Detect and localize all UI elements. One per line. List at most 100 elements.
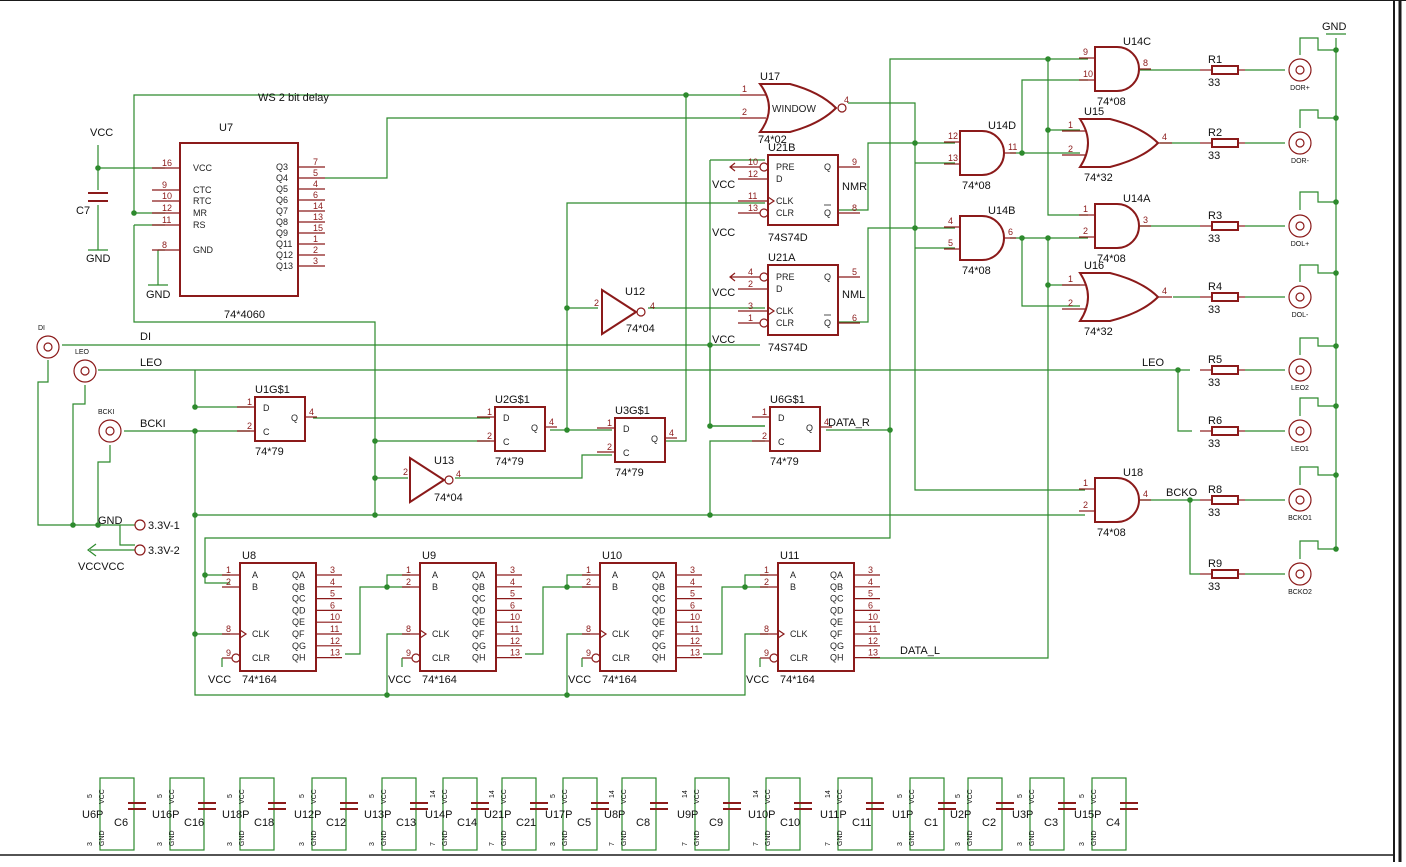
shift-register-u9-pin-num: 3 (510, 565, 515, 575)
shift-register-u9-pin-name: QF (472, 629, 485, 639)
u21b-pin-name: PRE (776, 162, 795, 172)
junction-13 (707, 512, 713, 518)
shift-register-u8-pin-num: 2 (226, 577, 231, 587)
u3-c-name: C (623, 448, 630, 458)
u1-value: 74*79 (255, 446, 284, 458)
u14d-ref: U14D (988, 120, 1016, 132)
decoupling-c1-gnd-num: 3 (897, 842, 904, 846)
shift-register-u10-value: 74*164 (602, 674, 637, 686)
net-labels: WS 2 bit delay DI LEO LEO BCKI NMR NML D… (140, 92, 1198, 657)
u16-pin-out: 4 (1162, 286, 1167, 296)
u12-pin2: 2 (594, 298, 599, 308)
power-connector-2-label: 3.3V-2 (148, 545, 180, 557)
shift-register-u11-clr-bubble (769, 653, 779, 663)
shift-register-u9-pin-name: QA (472, 570, 485, 580)
junction-25 (95, 522, 101, 528)
decoupling-c4-outline (1091, 777, 1127, 851)
u21a-vcc-2: VCC (712, 334, 735, 346)
decoupling-c1-c-ref: C1 (924, 817, 938, 829)
resistor-ref: R1 (1208, 54, 1222, 66)
u7-gnd-label: GND (146, 289, 171, 301)
decoupling-c12-gnd-name: GND (311, 830, 318, 846)
u17-pin4: 4 (844, 95, 849, 105)
shift-register-u11-value: 74*164 (780, 674, 815, 686)
output-connector-label: DOR+ (1290, 85, 1310, 92)
u14d-pin-out: 11 (1008, 142, 1017, 152)
resistor-ref: R2 (1208, 127, 1222, 139)
decoupling-c12-u-ref: U12P (294, 809, 322, 821)
decoupling-c8-gnd-num: 7 (609, 842, 616, 846)
decoupling-c5-outline (562, 777, 598, 851)
u21a-pin-name: CLK (776, 306, 794, 316)
decoupling-c8-c-ref: C8 (636, 817, 650, 829)
shift-register-u11-pin-name: B (790, 582, 796, 592)
u7-pin-num: 7 (313, 157, 318, 167)
shift-register-u10-pin-name: QB (652, 582, 665, 592)
decoupling-c1-vcc-name: VCC (909, 789, 916, 804)
decoupling-c9-gnd-name: GND (694, 830, 701, 846)
shift-register-u11-pin-name: CLK (790, 629, 808, 639)
u14c-pin-b: 10 (1083, 69, 1093, 79)
u1-d-name: D (263, 403, 270, 413)
shift-register-u10-pin-num: 9 (586, 648, 591, 658)
shift-register-u10-pin-name: QH (652, 653, 666, 663)
u14d-pin-a: 12 (948, 131, 958, 141)
shift-register-u10-pin-name: QG (652, 641, 666, 651)
decoupling-c9-outline (694, 777, 730, 851)
u7-vcc-label: VCC (90, 127, 113, 139)
junction-41 (1045, 56, 1051, 62)
decoupling-c11-u-ref: U11P (820, 809, 847, 821)
shift-register-u10-pin-name: CLR (612, 653, 631, 663)
u2-pin1: 1 (487, 407, 492, 417)
u12-value: 74*04 (626, 323, 655, 335)
decoupling-c21-gnd-name: GND (501, 830, 508, 846)
decoupling-c16-vcc-num: 5 (157, 794, 164, 798)
u1-ref: U1G$1 (255, 384, 290, 396)
shift-register-u10-pin-name: A (612, 570, 618, 580)
junction-4 (192, 512, 198, 518)
decoupling-c21-u-ref: U21P (484, 809, 512, 821)
shift-register-u8-pin-name: QA (292, 570, 305, 580)
decoupling-c11-outline (837, 777, 873, 851)
decoupling-c2-outline (967, 777, 1003, 851)
resistor-ref: R8 (1208, 484, 1222, 496)
junction-11 (707, 342, 713, 348)
decoupling-c12-vcc-name: VCC (311, 789, 318, 804)
u18-pin-a: 1 (1083, 478, 1088, 488)
u21a-pin-name: CLR (776, 318, 795, 328)
u14a-body (1094, 203, 1140, 249)
u16-ref: U16 (1084, 260, 1104, 272)
bcki-connector-label: BCKI (98, 409, 114, 416)
resistor-body (1211, 292, 1239, 302)
decoupling-c2-vcc-name: VCC (967, 789, 974, 804)
di-connector-label: DI (38, 325, 45, 332)
decoupling-c16-gnd-num: 3 (157, 842, 164, 846)
decoupling-c16-vcc-name: VCC (169, 789, 176, 804)
decoupling-c18-vcc-name: VCC (239, 789, 246, 804)
output-connector-ring (1288, 419, 1312, 443)
shift-register-u10-pin-num: 12 (690, 636, 700, 646)
decoupling-c6-c-ref: C6 (114, 817, 128, 829)
decoupling-c9-gnd-num: 7 (682, 842, 689, 846)
shift-register-u11-pin-name: QH (830, 653, 844, 663)
output-connector-label: DOL- (1292, 312, 1309, 319)
resistor-value: 33 (1208, 507, 1220, 519)
junction-8 (564, 427, 570, 433)
decoupling-c10-vcc-num: 14 (753, 790, 760, 798)
logic-gates: 9108U14C74*08121311U14D74*08456U14B74*08… (944, 36, 1172, 539)
decoupling-c14-vcc-num: 14 (430, 790, 437, 798)
shift-register-u9-pin-name: QD (472, 605, 486, 615)
decoupling-c4-gnd-num: 3 (1079, 842, 1086, 846)
u17-pin1: 1 (742, 84, 747, 94)
decoupling-c2-c-ref: C2 (982, 817, 996, 829)
u21a-bubble (759, 318, 769, 328)
junction-32 (1333, 47, 1339, 53)
decoupling-c2-gnd-num: 3 (955, 842, 962, 846)
output-connector-ring (1288, 488, 1312, 512)
shift-register-u11-pin-num: 13 (868, 648, 878, 658)
resistor-body (1211, 495, 1239, 505)
u21b-pre-arrow (729, 162, 738, 172)
